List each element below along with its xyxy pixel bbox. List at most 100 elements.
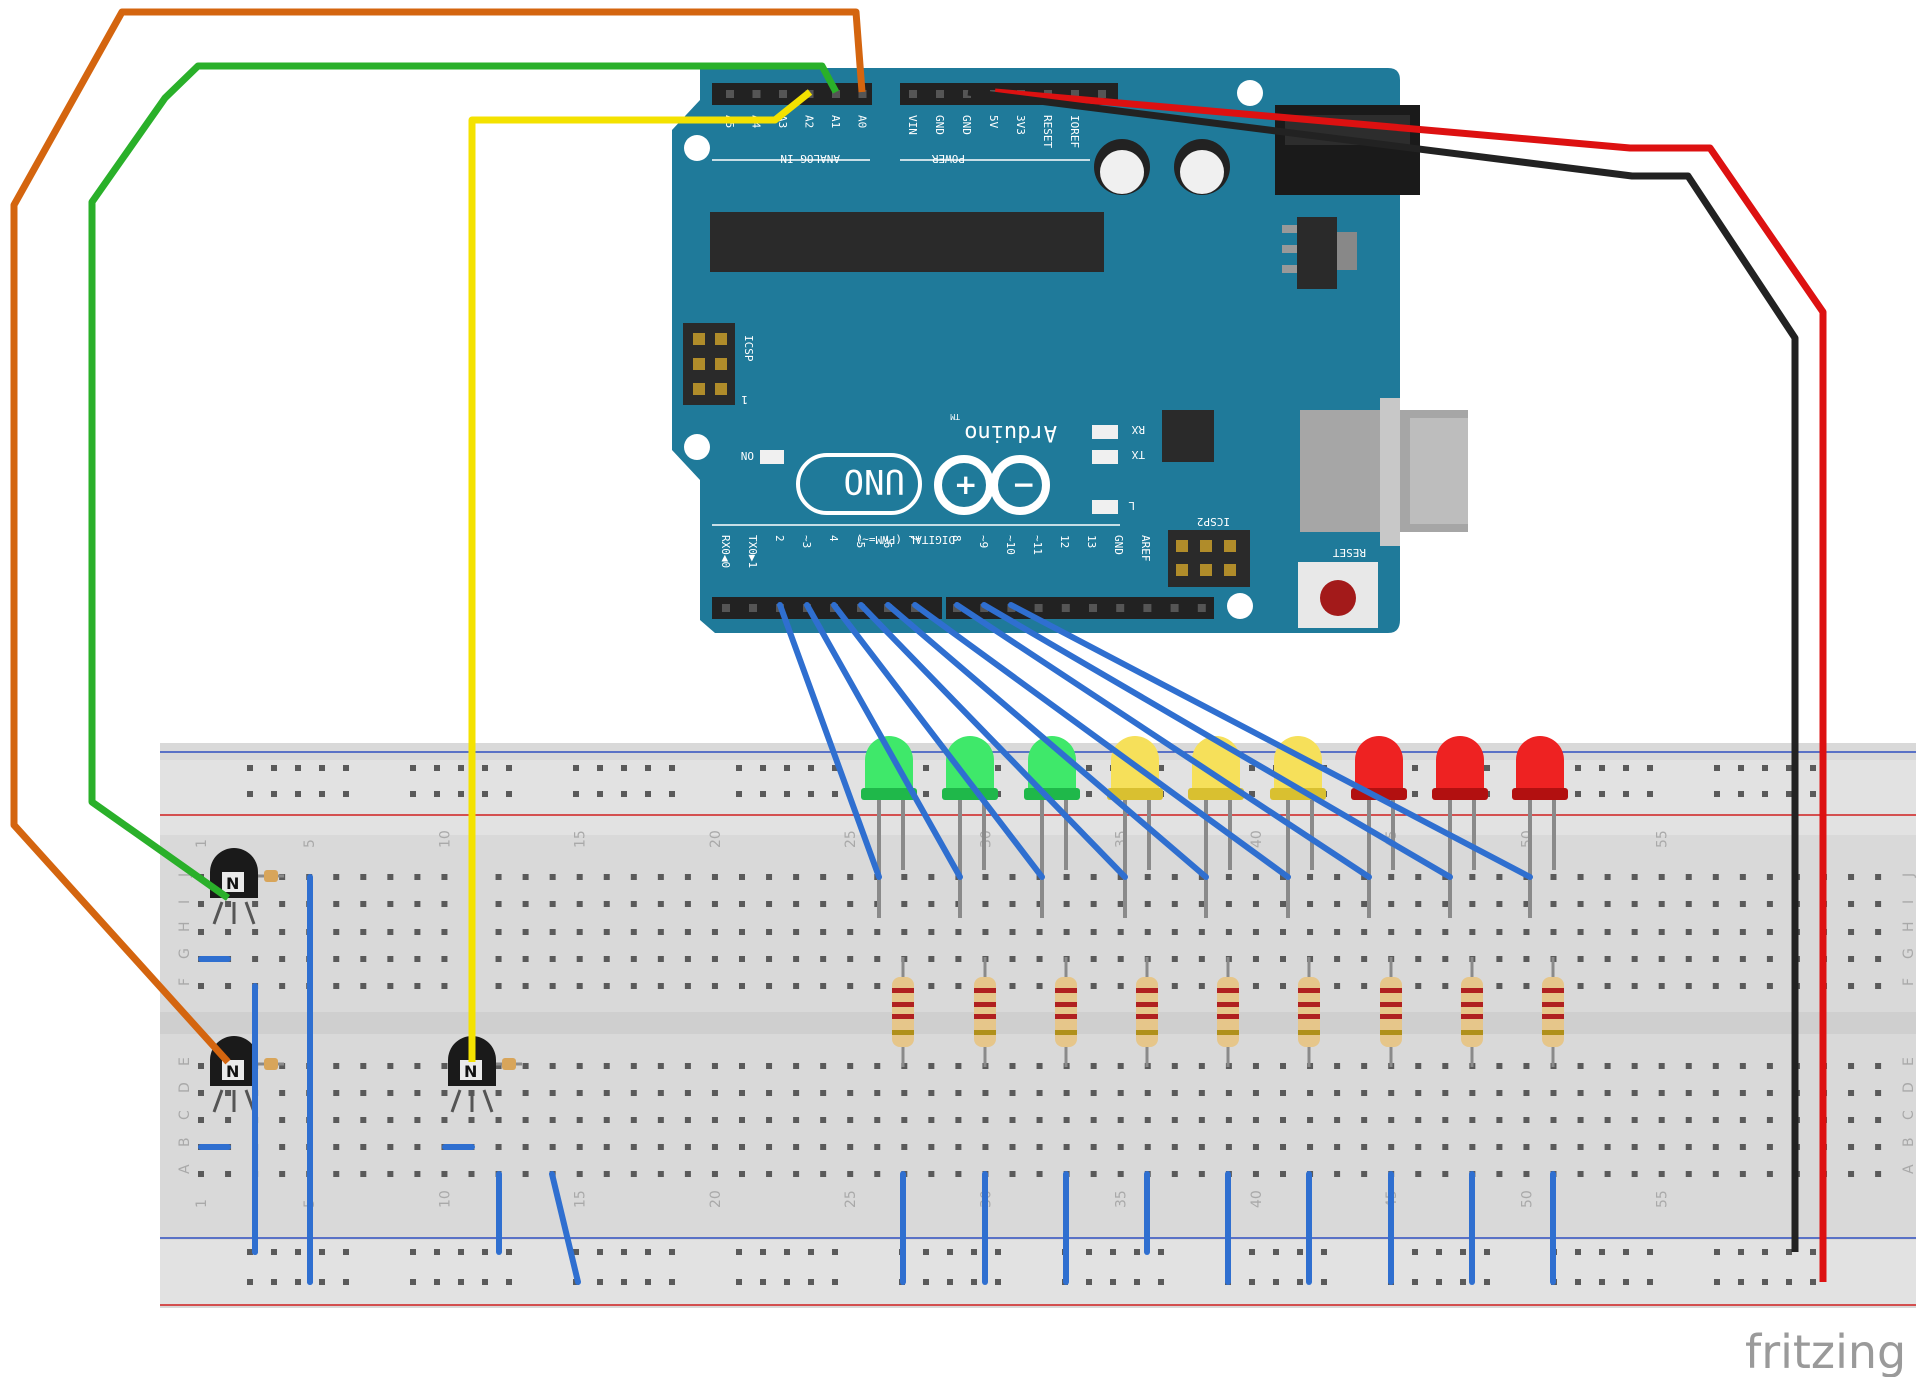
rx-led <box>1092 425 1118 439</box>
breadboard-hole <box>739 929 745 935</box>
header-pin <box>1143 604 1152 612</box>
breadboard-hole <box>1280 1117 1286 1123</box>
wire-yellow-a2[interactable] <box>468 89 813 1062</box>
wire-black-gnd[interactable] <box>967 88 1799 1252</box>
rail-hole <box>808 1279 814 1285</box>
led-red <box>1512 736 1568 918</box>
wire-blue-signal[interactable] <box>954 602 1372 880</box>
breadboard-hole <box>198 1063 204 1069</box>
breadboard-hole <box>198 929 204 935</box>
row-letter: H <box>177 921 193 932</box>
rail-hole <box>506 791 512 797</box>
breadboard-hole <box>1117 901 1124 907</box>
wire-blue-signal[interactable] <box>912 602 1291 880</box>
breadboard-hole <box>522 1144 529 1150</box>
breadboard-hole <box>630 874 637 880</box>
breadboard-hole <box>739 1171 745 1177</box>
wire-blue-signal[interactable] <box>831 602 1045 880</box>
wire-blue-jumper[interactable] <box>549 1171 581 1285</box>
breadboard-hole <box>549 1090 556 1096</box>
breadboard-hole <box>1090 901 1097 907</box>
rail-hole <box>482 765 488 771</box>
wire-blue-signal[interactable] <box>981 602 1453 880</box>
breadboard-hole <box>1252 956 1259 962</box>
breadboard-hole <box>549 874 556 880</box>
header-pin <box>1071 90 1079 98</box>
wire-blue-signal[interactable] <box>858 602 1128 880</box>
breadboard-hole <box>1198 983 1205 989</box>
rail-hole <box>434 1249 440 1255</box>
breadboard-hole <box>630 901 637 907</box>
wire-red-5v[interactable] <box>994 88 1827 1282</box>
breadboard-hole <box>1712 1063 1719 1069</box>
rail-hole <box>597 1279 603 1285</box>
breadboard-hole <box>847 1117 854 1123</box>
breadboard-hole <box>1063 874 1070 880</box>
breadboard-hole <box>982 1090 989 1096</box>
svg-text:−: − <box>1012 468 1035 501</box>
breadboard-hole <box>1009 929 1016 935</box>
rail-hole <box>1297 1279 1303 1285</box>
breadboard-hole <box>1036 1117 1043 1123</box>
capacitor-top <box>1180 150 1224 194</box>
rail-hole <box>995 765 1001 771</box>
breadboard-hole <box>522 1171 529 1177</box>
breadboard-hole <box>1307 901 1314 907</box>
breadboard-hole <box>711 956 718 962</box>
rail-hole <box>1762 791 1768 797</box>
breadboard-hole <box>387 1171 394 1177</box>
breadboard-hole <box>820 874 827 880</box>
header-pin <box>1089 604 1097 612</box>
rail-hole <box>1134 1279 1140 1285</box>
rail-hole <box>343 765 349 771</box>
rail-hole <box>645 1279 651 1285</box>
breadboard-hole <box>1604 1117 1611 1123</box>
wire-blue-signal[interactable] <box>1008 602 1533 880</box>
breadboard-hole <box>549 929 556 935</box>
breadboard-hole <box>1171 1144 1178 1150</box>
reset-button-cap[interactable] <box>1320 580 1356 616</box>
icsp2-pin <box>1176 540 1188 552</box>
breadboard-hole <box>1577 1144 1584 1150</box>
wire-blue-signal[interactable] <box>804 602 963 880</box>
digital-pin-label: 2 <box>773 535 786 542</box>
column-number: 55 <box>1655 1190 1671 1208</box>
rail-hole <box>458 1279 464 1285</box>
wire-orange-a0[interactable] <box>10 8 866 1065</box>
wire-blue-signal[interactable] <box>777 602 882 880</box>
rail-hole <box>1110 1249 1116 1255</box>
wire-blue-signal[interactable] <box>885 602 1209 880</box>
breadboard-hole <box>495 901 502 907</box>
breadboard-hole <box>630 1063 637 1069</box>
breadboard-hole <box>1712 901 1719 907</box>
resistor <box>1298 957 1320 1067</box>
breadboard-hole <box>1036 1171 1043 1177</box>
breadboard-hole <box>279 956 286 962</box>
breadboard-hole <box>739 983 745 989</box>
breadboard-hole <box>711 1144 718 1150</box>
breadboard-hole <box>1009 1117 1016 1123</box>
breadboard-hole <box>1036 901 1043 907</box>
sensor-marking: N <box>464 1062 477 1081</box>
breadboard-hole <box>1739 901 1746 907</box>
breadboard-hole <box>522 983 529 989</box>
breadboard-hole <box>333 1144 340 1150</box>
column-number: 10 <box>437 1190 453 1208</box>
breadboard-hole <box>279 1090 286 1096</box>
breadboard-hole <box>198 983 204 989</box>
capacitor-top <box>1100 150 1144 194</box>
digital-pin-label: AREF <box>1139 535 1152 562</box>
row-letter: J <box>1901 873 1917 878</box>
analog-pin-label: A1 <box>829 115 842 128</box>
wire-green-a1[interactable] <box>88 62 840 901</box>
breadboard-hole <box>1171 901 1178 907</box>
breadboard-hole <box>1063 901 1070 907</box>
breadboard-hole <box>1388 1117 1395 1123</box>
column-number: 5 <box>302 839 318 848</box>
icsp2-pin <box>1176 564 1188 576</box>
breadboard-hole <box>1280 901 1286 907</box>
column-number: 40 <box>1249 830 1265 848</box>
rail-hole <box>1575 1279 1581 1285</box>
breadboard-hole <box>1198 956 1205 962</box>
